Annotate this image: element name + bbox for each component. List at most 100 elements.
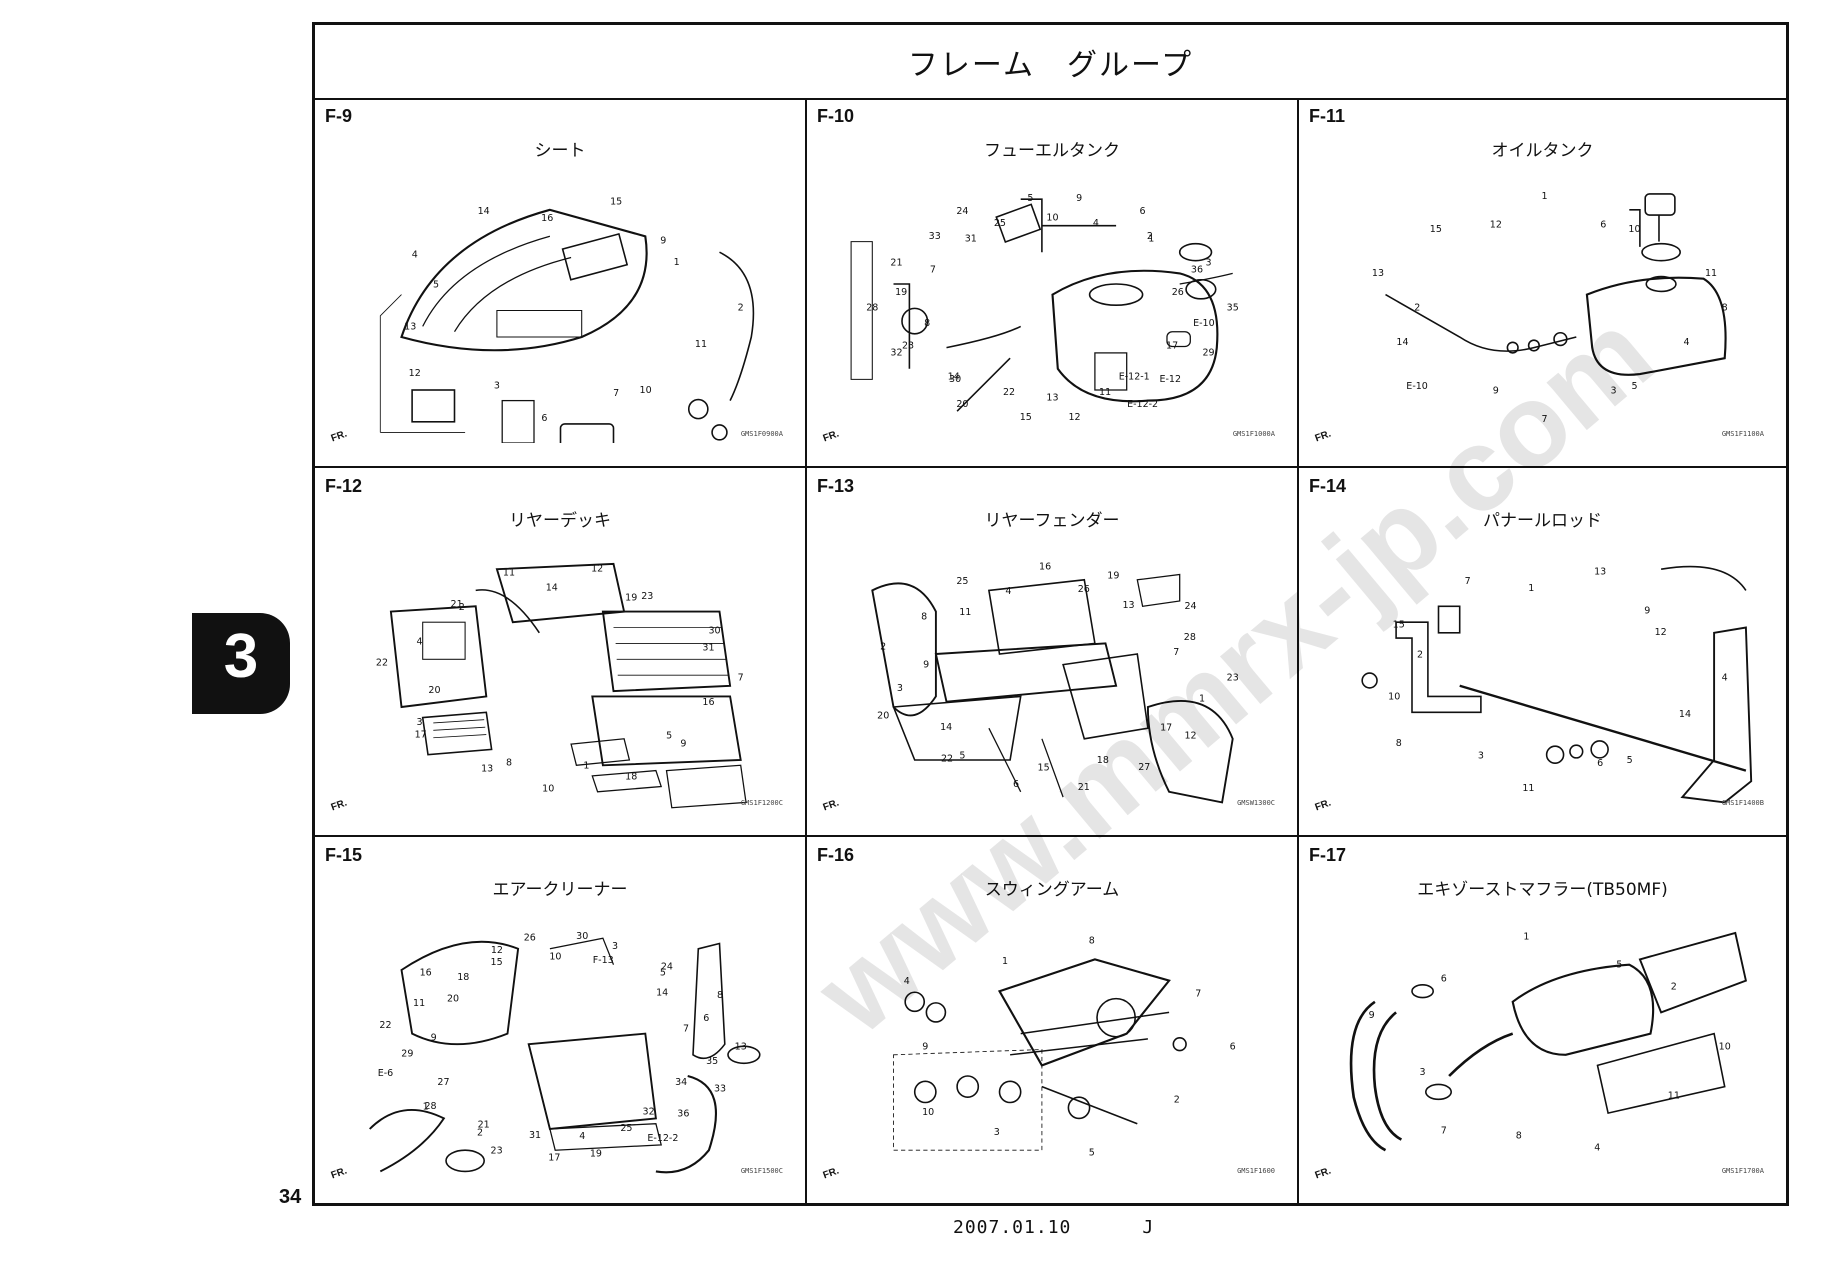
- callout-number: 16: [541, 213, 553, 224]
- page-number: 34: [279, 1186, 302, 1208]
- section-title: エアークリーナー: [492, 880, 628, 900]
- callout-number: 4: [1594, 1143, 1600, 1154]
- drawing-reference-code: GMS1F1500C: [740, 1167, 783, 1175]
- callout-number: 15: [610, 197, 622, 208]
- callout-number: 5: [660, 967, 666, 978]
- callout-number: E-10: [1406, 381, 1428, 392]
- callout-number: 17: [1160, 722, 1172, 733]
- callout-number: 6: [703, 1013, 709, 1024]
- callout-number: 3: [1478, 751, 1484, 762]
- callout-number: 4: [416, 637, 422, 648]
- drawing-reference-code: GMS1F1400B: [1721, 799, 1764, 807]
- drawing-reference-code: GMS1F1100A: [1721, 430, 1764, 438]
- callout-number: 5: [1089, 1147, 1095, 1158]
- section-title: リヤーデッキ: [509, 511, 611, 531]
- callout-number: 7: [1195, 989, 1201, 1000]
- callout-number: 6: [1013, 779, 1019, 790]
- callout-number: 8: [1396, 738, 1402, 749]
- callout-number: 9: [923, 660, 929, 671]
- callout-number: 21: [451, 599, 463, 610]
- callout-number: 17: [548, 1153, 560, 1164]
- callout-number: 3: [897, 683, 903, 694]
- callout-number: 5: [1631, 381, 1637, 392]
- callout-number: 28: [866, 303, 878, 314]
- callout-number: 15: [491, 957, 503, 968]
- section-code: F-17: [1309, 845, 1347, 865]
- callout-number: 10: [1628, 224, 1640, 235]
- callout-number: 15: [1430, 224, 1442, 235]
- callout-number: 4: [904, 976, 910, 987]
- callout-number: 10: [1388, 691, 1400, 702]
- callout-number: 23: [902, 341, 914, 352]
- callout-number: 11: [959, 607, 971, 618]
- section-code: F-9: [325, 106, 352, 126]
- callout-number: 12: [1655, 627, 1667, 638]
- callout-number: 6: [1597, 758, 1603, 769]
- callout-number: 14: [1679, 709, 1691, 720]
- callout-number: 9: [922, 1042, 928, 1053]
- callout-number: 4: [1005, 586, 1011, 597]
- callout-number: 19: [590, 1148, 602, 1159]
- callout-number: 32: [890, 348, 902, 359]
- callout-number: 20: [428, 685, 440, 696]
- callout-number: 31: [529, 1130, 541, 1141]
- callout-number: 8: [1722, 303, 1728, 314]
- callout-number: 11: [1705, 268, 1717, 279]
- callout-number: 1: [1541, 191, 1547, 202]
- callout-number: 34: [675, 1077, 687, 1088]
- callout-number: 2: [880, 642, 886, 653]
- callout-number: 4: [1684, 337, 1690, 348]
- callout-number: 2: [738, 303, 744, 314]
- callout-number: E-12-2: [647, 1133, 678, 1144]
- callout-number: 7: [1465, 576, 1471, 587]
- callout-number: 8: [921, 611, 927, 622]
- callout-number: 32: [643, 1106, 655, 1117]
- callout-number: 12: [491, 945, 503, 956]
- callout-number: 1: [583, 761, 589, 772]
- drawing-reference-code: GMSW1300C: [1237, 799, 1275, 807]
- callout-number: 36: [677, 1108, 689, 1119]
- callout-number: 28: [424, 1101, 436, 1112]
- section-code: F-16: [817, 845, 855, 865]
- callout-number: 1: [1523, 931, 1529, 942]
- callout-number: 23: [1227, 673, 1239, 684]
- callout-number: 20: [877, 711, 889, 722]
- callout-number: 3: [994, 1127, 1000, 1138]
- callout-number: 16: [420, 968, 432, 979]
- callout-number: 5: [666, 730, 672, 741]
- callout-number: 5: [1627, 755, 1633, 766]
- callout-number: 8: [506, 757, 512, 768]
- callout-number: 10: [549, 952, 561, 963]
- callout-number: 29: [401, 1049, 413, 1060]
- callout-number: 3: [1206, 257, 1212, 268]
- callout-number: E-6: [378, 1068, 394, 1079]
- callout-number: 27: [437, 1077, 449, 1088]
- callout-number: 25: [620, 1123, 632, 1134]
- section-title: シート: [534, 141, 586, 161]
- callout-number: 17: [415, 729, 427, 740]
- callout-number: E-10: [1193, 318, 1215, 329]
- date-value: 2007.01.10: [953, 1217, 1072, 1238]
- callout-number: 6: [1600, 219, 1606, 230]
- callout-number: 7: [613, 388, 619, 399]
- callout-number: 30: [576, 931, 588, 942]
- callout-number: 5: [433, 279, 439, 290]
- callout-number: 14: [478, 206, 490, 217]
- drawing-reference-code: GMS1F1200C: [740, 799, 783, 807]
- callout-number: 21: [1078, 782, 1090, 793]
- callout-number: 25: [994, 218, 1006, 229]
- callout-number: 1: [1199, 693, 1205, 704]
- callout-number: 10: [542, 784, 554, 795]
- callout-number: 6: [1230, 1042, 1236, 1053]
- callout-number: 1: [1148, 233, 1154, 244]
- callout-number: 1: [674, 257, 680, 268]
